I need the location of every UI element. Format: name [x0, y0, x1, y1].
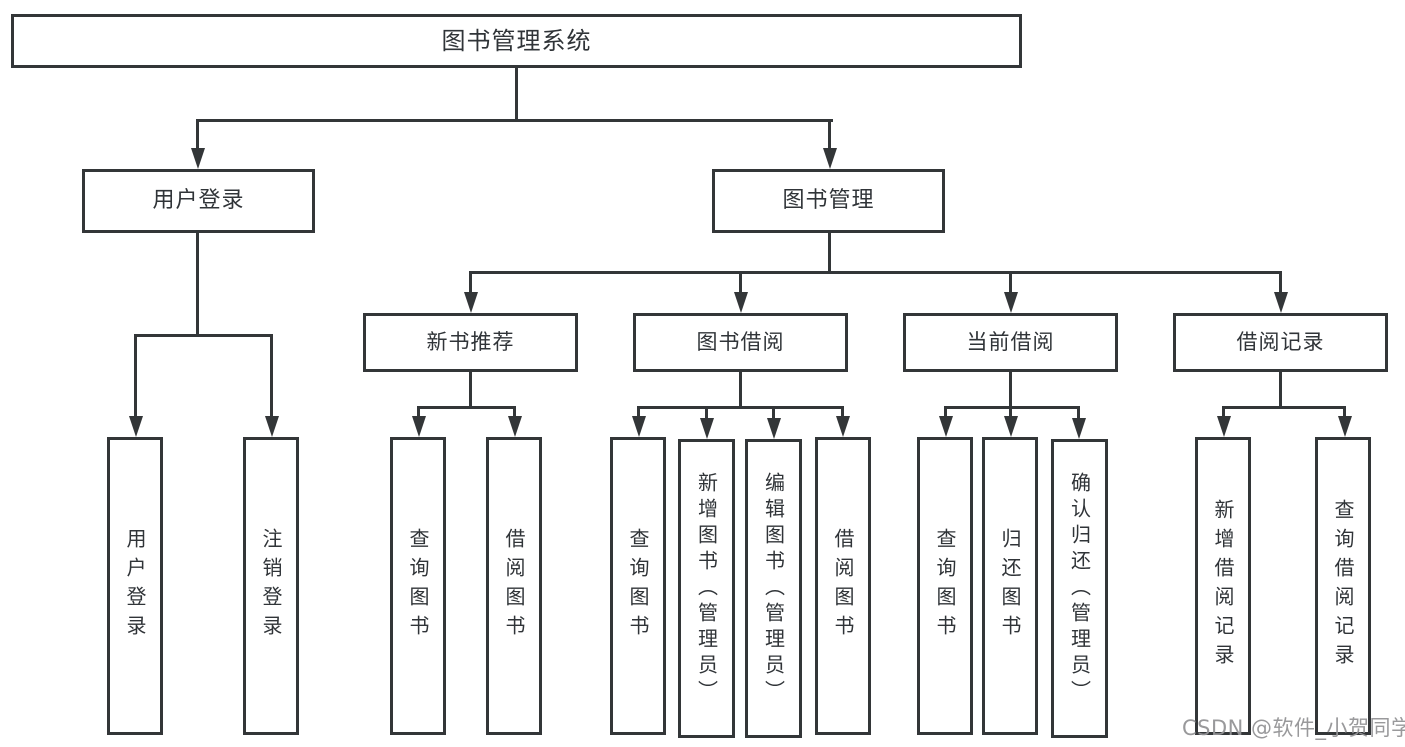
arrowhead-down-icon — [734, 292, 748, 313]
node-user-login: 用户登录 — [82, 169, 315, 233]
arrowhead-down-icon — [767, 418, 781, 439]
arrowhead-down-icon — [265, 416, 279, 437]
node-root-label: 图书管理系统 — [441, 27, 592, 55]
connector-line — [469, 372, 472, 409]
arrowhead-down-icon — [632, 416, 646, 437]
connector-line — [270, 334, 273, 418]
leaf-confirm-return-admin: 确认归还（管理员） — [1051, 439, 1108, 738]
arrowhead-down-icon — [1338, 416, 1352, 437]
connector-line — [1279, 372, 1282, 409]
connector-line — [637, 406, 844, 409]
connector-line — [705, 406, 708, 421]
connector-line — [828, 119, 831, 150]
leaf-add-borrow-record-label: 新增借阅记录 — [1211, 499, 1235, 673]
leaf-return-books-label: 归还图书 — [998, 528, 1022, 644]
node-book-management: 图书管理 — [712, 169, 945, 233]
connector-line — [469, 271, 1282, 274]
connector-line — [944, 406, 947, 419]
node-user-login-label: 用户登录 — [152, 188, 245, 213]
leaf-add-book-admin-label: 新增图书（管理员） — [694, 471, 719, 706]
connector-line — [637, 406, 640, 419]
arrowhead-down-icon — [1004, 292, 1018, 313]
connector-line — [1009, 406, 1012, 419]
leaf-query-books-recommend: 查询图书 — [390, 437, 446, 735]
connector-line — [1279, 271, 1282, 295]
connector-line — [841, 406, 844, 419]
connector-line — [196, 119, 833, 122]
connector-line — [1009, 372, 1012, 409]
connector-line — [772, 406, 775, 421]
connector-line — [1009, 271, 1012, 295]
leaf-return-books: 归还图书 — [982, 437, 1038, 735]
node-book-borrow: 图书借阅 — [633, 313, 848, 372]
connector-line — [513, 406, 516, 419]
leaf-borrow-books-recommend-label: 借阅图书 — [502, 528, 526, 644]
leaf-add-book-admin: 新增图书（管理员） — [678, 439, 735, 738]
connector-line — [1222, 406, 1346, 409]
connector-line — [739, 372, 742, 409]
connector-line — [469, 271, 472, 295]
arrowhead-down-icon — [939, 416, 953, 437]
node-new-book-recommend: 新书推荐 — [363, 313, 578, 372]
node-current-borrow-label: 当前借阅 — [966, 330, 1055, 354]
csdn-watermark: CSDN @软件_小贺同学 — [1182, 716, 1405, 740]
leaf-query-books-recommend-label: 查询图书 — [406, 528, 430, 644]
connector-line — [515, 67, 518, 120]
connector-line — [1077, 406, 1080, 421]
node-book-management-label: 图书管理 — [782, 188, 875, 213]
connector-line — [1222, 406, 1225, 419]
leaf-logout: 注销登录 — [243, 437, 299, 735]
arrowhead-down-icon — [836, 416, 850, 437]
node-book-borrow-label: 图书借阅 — [696, 330, 785, 354]
connector-line — [944, 406, 1080, 409]
arrowhead-down-icon — [1072, 418, 1086, 439]
arrowhead-down-icon — [1274, 292, 1288, 313]
arrowhead-down-icon — [1217, 416, 1231, 437]
leaf-borrow-books-recommend: 借阅图书 — [486, 437, 542, 735]
leaf-query-borrow-record-label: 查询借阅记录 — [1331, 499, 1355, 673]
arrowhead-down-icon — [1004, 416, 1018, 437]
leaf-query-books-current: 查询图书 — [917, 437, 973, 735]
node-borrow-records-label: 借阅记录 — [1236, 330, 1325, 354]
arrowhead-down-icon — [191, 148, 205, 169]
leaf-borrow-books-label: 借阅图书 — [831, 528, 855, 644]
leaf-query-books-borrow: 查询图书 — [610, 437, 666, 735]
connector-line — [134, 334, 273, 337]
node-current-borrow: 当前借阅 — [903, 313, 1118, 372]
connector-line — [196, 119, 199, 150]
leaf-edit-book-admin-label: 编辑图书（管理员） — [761, 471, 786, 706]
leaf-confirm-return-admin-label: 确认归还（管理员） — [1067, 471, 1092, 706]
arrowhead-down-icon — [129, 416, 143, 437]
connector-line — [828, 233, 831, 274]
node-borrow-records: 借阅记录 — [1173, 313, 1388, 372]
leaf-user-login-label: 用户登录 — [123, 528, 147, 644]
connector-line — [196, 233, 199, 336]
leaf-query-books-current-label: 查询图书 — [933, 528, 957, 644]
node-root: 图书管理系统 — [11, 14, 1022, 68]
leaf-query-books-borrow-label: 查询图书 — [626, 528, 650, 644]
arrowhead-down-icon — [412, 416, 426, 437]
leaf-user-login: 用户登录 — [107, 437, 163, 735]
connector-line — [1343, 406, 1346, 419]
connector-line — [134, 334, 137, 418]
arrowhead-down-icon — [508, 416, 522, 437]
arrowhead-down-icon — [464, 292, 478, 313]
leaf-add-borrow-record: 新增借阅记录 — [1195, 437, 1251, 735]
node-new-book-recommend-label: 新书推荐 — [426, 330, 515, 354]
connector-line — [739, 271, 742, 295]
leaf-borrow-books: 借阅图书 — [815, 437, 871, 735]
connector-line — [417, 406, 516, 409]
leaf-edit-book-admin: 编辑图书（管理员） — [745, 439, 802, 738]
leaf-logout-label: 注销登录 — [259, 528, 283, 644]
leaf-query-borrow-record: 查询借阅记录 — [1315, 437, 1371, 735]
arrowhead-down-icon — [700, 418, 714, 439]
arrowhead-down-icon — [823, 148, 837, 169]
connector-line — [417, 406, 420, 419]
